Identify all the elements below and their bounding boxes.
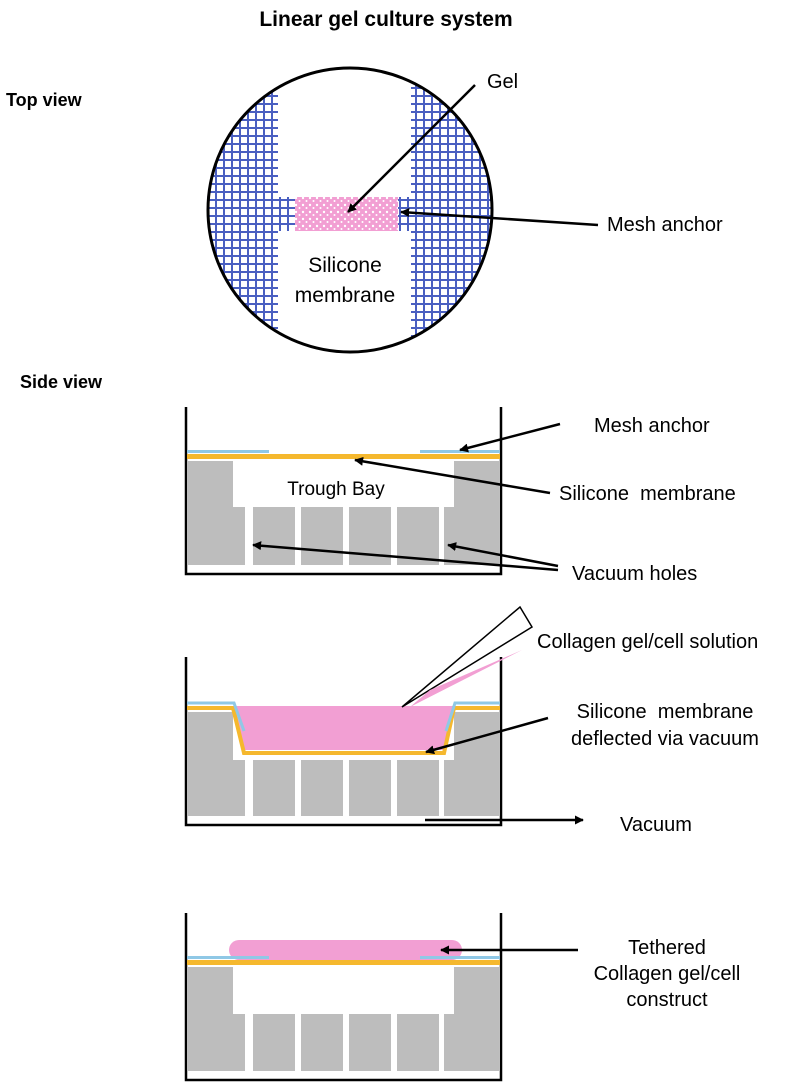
side-panel-3 <box>184 913 503 1082</box>
deflected-membrane-arrow <box>425 716 549 755</box>
vacuum-hole-block <box>301 760 343 816</box>
gel-label: Gel <box>487 71 518 93</box>
deflected-membrane-label-line1: Silicone membrane <box>577 701 754 723</box>
gel-arrow <box>347 84 476 213</box>
vacuum-hole-block <box>397 760 439 816</box>
vacuum-hole-block <box>397 507 439 565</box>
mesh-anchor-arrow <box>400 208 599 227</box>
side-view-heading: Side view <box>20 372 103 392</box>
vacuum-hole-block <box>301 507 343 565</box>
mesh-anchor-strip-left <box>187 701 246 732</box>
silicone-membrane-arrow <box>354 456 551 495</box>
mesh-anchor-label: Mesh anchor <box>607 214 723 236</box>
well-block-right-step <box>444 507 499 565</box>
mesh-anchor-strip-left <box>187 956 269 959</box>
well-block-left-step <box>188 760 245 816</box>
mesh-anchor-strip-right <box>420 956 500 959</box>
mesh-anchor-side-label: Mesh anchor <box>594 415 710 437</box>
well-block-right-step <box>444 1014 499 1071</box>
well-block-left-step <box>188 507 245 565</box>
side-panel-2 <box>184 605 534 827</box>
silicone-membrane <box>187 960 500 965</box>
well-plate-outline <box>184 407 503 576</box>
well-plate-outline <box>184 913 503 1082</box>
well-plate-outline <box>184 657 503 827</box>
mesh-anchor-strip-left <box>187 450 269 453</box>
tethered-label-line1: Tethered <box>628 937 706 959</box>
mesh-anchor-side-arrow <box>459 422 561 453</box>
tethered-collagen-construct <box>229 940 462 960</box>
deflected-membrane <box>187 706 500 755</box>
vacuum-label: Vacuum <box>620 814 692 836</box>
silicone-membrane <box>187 454 500 459</box>
membrane-window-bottom <box>278 231 411 352</box>
tethered-label-line3: construct <box>626 989 708 1011</box>
vacuum-holes-label: Vacuum holes <box>572 563 697 585</box>
pipette-tip <box>401 605 534 708</box>
membrane-label-line1: Silicone <box>308 254 382 277</box>
vacuum-hole-block <box>397 1014 439 1071</box>
vacuum-hole-block <box>349 1014 391 1071</box>
side-panel-1 <box>184 407 503 576</box>
mesh-anchor-strip-right <box>420 450 500 453</box>
deflected-membrane-label-line2: deflected via vacuum <box>571 728 759 750</box>
culture-dish-outline <box>206 66 494 354</box>
trough-bay-label: Trough Bay <box>287 479 385 500</box>
diagram-title: Linear gel culture system <box>259 8 512 31</box>
tethered-label-line2: Collagen gel/cell <box>594 963 741 985</box>
vacuum-hole-block <box>253 507 295 565</box>
vacuum-hole-block <box>301 1014 343 1071</box>
vacuum-hole-block <box>253 760 295 816</box>
collagen-gel-in-trough <box>233 706 454 750</box>
top-view-heading: Top view <box>6 90 83 110</box>
vacuum-hole-block <box>253 1014 295 1071</box>
well-block-left-step <box>188 1014 245 1071</box>
well-block-right-step <box>444 760 499 816</box>
gel-strip <box>295 197 398 231</box>
membrane-window-top <box>278 68 411 197</box>
vacuum-holes-arrow-right <box>447 542 559 568</box>
vacuum-hole-block <box>349 760 391 816</box>
mesh-anchor-strip-right <box>444 701 500 732</box>
collagen-solution-label: Collagen gel/cell solution <box>537 631 758 653</box>
vacuum-holes-arrow-left <box>252 541 559 572</box>
top-view-dish <box>206 66 494 354</box>
silicone-membrane-label: Silicone membrane <box>559 483 736 505</box>
membrane-label-line2: membrane <box>295 284 395 307</box>
